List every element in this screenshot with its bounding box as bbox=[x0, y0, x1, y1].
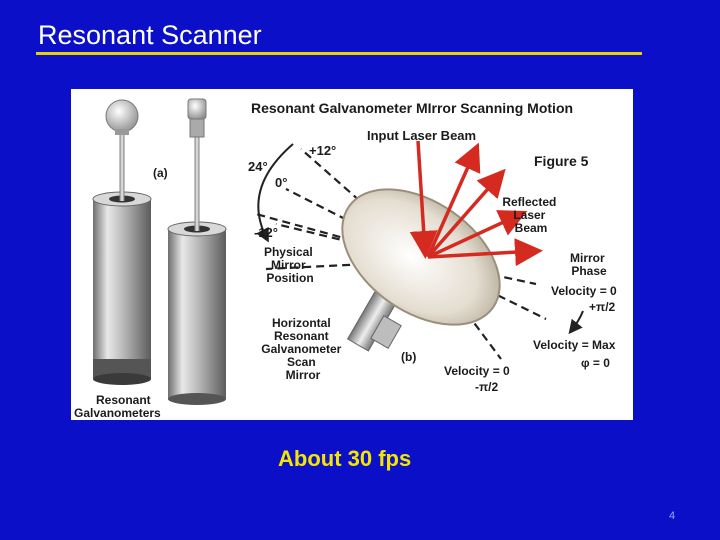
scanner-figure: Resonant Galvanometer MIrror Scanning Mo… bbox=[71, 89, 633, 420]
physical-mirror-label: Physical Mirror Position bbox=[264, 245, 316, 285]
phase-minus-pi2: -π/2 bbox=[475, 380, 499, 394]
figure-label: Figure 5 bbox=[534, 153, 589, 169]
galvanometers-label: Resonant Galvanometers bbox=[74, 393, 161, 420]
reflected-beam-label: Reflected Laser Beam bbox=[502, 195, 559, 235]
phase-arrow bbox=[568, 310, 584, 335]
velocity-zero-top: Velocity = 0 bbox=[551, 284, 617, 298]
phase-zero: φ = 0 bbox=[581, 356, 610, 370]
mirror-phase-label: Mirror Phase bbox=[570, 251, 608, 278]
angle-plus-12: +12° bbox=[309, 143, 336, 158]
velocity-zero-bottom: Velocity = 0 bbox=[444, 364, 510, 378]
galvanometer-b bbox=[167, 98, 227, 405]
scan-angle-arrow bbox=[256, 143, 294, 243]
label-a: (a) bbox=[153, 166, 168, 180]
frame-rate-caption: About 30 fps bbox=[278, 446, 412, 471]
phase-plus-pi2: +π/2 bbox=[589, 300, 616, 314]
velocity-max: Velocity = Max bbox=[533, 338, 616, 352]
label-b: (b) bbox=[401, 350, 416, 364]
angle-24: 24° bbox=[248, 159, 268, 174]
input-beam-label: Input Laser Beam bbox=[367, 128, 476, 143]
horizontal-mirror-label: Horizontal Resonant Galvanometer Scan Mi… bbox=[261, 316, 344, 382]
page-number: 4 bbox=[669, 510, 676, 522]
figure-heading: Resonant Galvanometer MIrror Scanning Mo… bbox=[251, 100, 573, 116]
angle-0: 0° bbox=[275, 175, 287, 190]
scanner-illustration: Resonant Galvanometer MIrror Scanning Mo… bbox=[74, 98, 617, 420]
galvanometer-a bbox=[92, 99, 152, 385]
title-underline bbox=[36, 52, 642, 55]
angle-minus-12: -12° bbox=[254, 225, 278, 240]
laser-beams bbox=[409, 140, 543, 267]
slide-title: Resonant Scanner bbox=[38, 20, 262, 50]
